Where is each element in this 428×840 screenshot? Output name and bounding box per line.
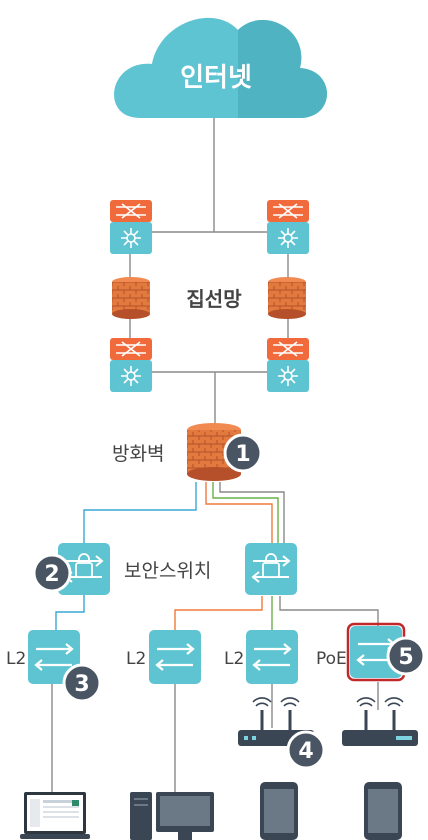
link-fw-secswitch-left [83, 482, 197, 545]
access-switch-2-label: L2 [126, 649, 146, 669]
internet-label: 인터넷 [180, 63, 252, 93]
badge-1: 1 [223, 433, 263, 473]
svg-text:3: 3 [74, 672, 89, 697]
link-agg-firewall [130, 371, 288, 428]
access-switch-1 [28, 630, 80, 684]
svg-text:2: 2 [44, 562, 59, 587]
badge-3: 3 [62, 663, 102, 703]
security-switch-label: 보안스위치 [124, 560, 211, 582]
laptop [20, 792, 90, 839]
svg-text:4: 4 [298, 739, 313, 764]
access-switch-3 [246, 630, 298, 684]
smartphone-2 [364, 782, 402, 840]
badge-2: 2 [32, 553, 72, 593]
svg-text:1: 1 [235, 442, 250, 467]
agg-firewall-left [112, 277, 150, 319]
link-secswitch-to-poe [279, 596, 379, 626]
agg-switch-top-right [267, 200, 309, 254]
poe-switch-label: PoE [316, 649, 347, 669]
link-fw-l2-2-orange [205, 482, 273, 543]
access-switch-3-label: L2 [224, 649, 244, 669]
agg-firewall-right [268, 277, 306, 319]
link-fw-secswitch-right [219, 482, 285, 543]
link-secswitch-l2-1 [55, 595, 85, 630]
internet-cloud: 인터넷 [114, 17, 328, 119]
access-switch-1-label: L2 [6, 649, 26, 669]
security-switch-right [245, 543, 297, 595]
links [51, 108, 379, 796]
security-switch-left [58, 543, 110, 595]
agg-switch-bottom-right [267, 338, 309, 392]
link-fw-l2-3-green [212, 482, 279, 543]
badge-4: 4 [286, 730, 326, 770]
access-switch-2 [149, 630, 201, 684]
smartphone-1 [260, 782, 298, 840]
link-internet-agg [130, 108, 288, 233]
desktop-computer [130, 792, 214, 840]
wireless-ap-2 [342, 697, 418, 746]
link-secswitch-to-l2-2 [174, 596, 263, 630]
firewall-label: 방화벽 [112, 443, 164, 465]
badge-5: 5 [386, 636, 426, 676]
agg-switch-bottom-left [110, 338, 152, 392]
agg-switch-top-left [110, 200, 152, 254]
aggregation-label: 집선망 [186, 287, 242, 311]
svg-text:5: 5 [398, 645, 413, 670]
